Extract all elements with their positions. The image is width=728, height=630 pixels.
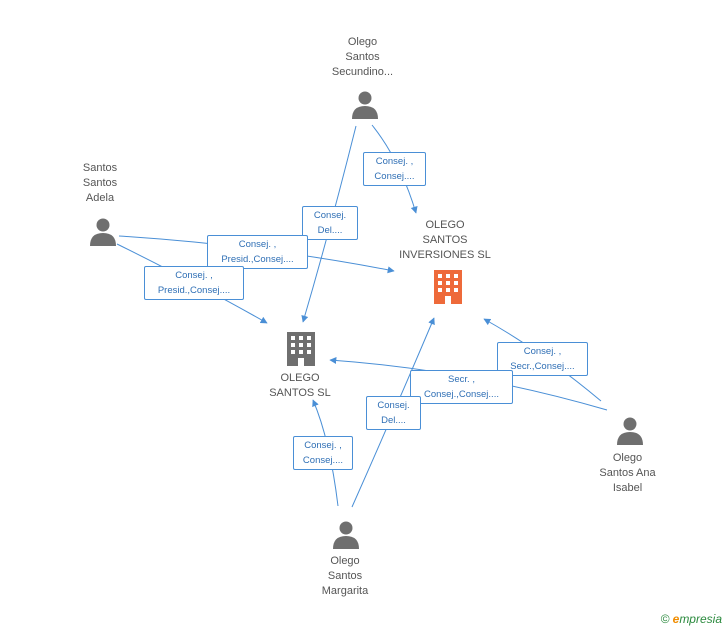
node-label-secundino[interactable]: Olego Santos Secundino...	[331, 36, 394, 78]
edge-label-adela-olego-sl[interactable]: Consej. , Presid.,Consej....	[144, 266, 244, 300]
node-label-ana-isabel[interactable]: Olego Santos Ana Isabel	[599, 452, 656, 494]
node-label-olego-sl[interactable]: OLEGO SANTOS SL	[269, 372, 331, 399]
person-icon[interactable]	[90, 218, 116, 247]
edge-label-secundino-inversiones[interactable]: Consej. , Consej....	[363, 152, 426, 186]
edge-label-margarita-inversiones[interactable]: Consej. Del....	[366, 396, 421, 430]
brand-name: mpresia	[679, 612, 722, 626]
node-label-margarita[interactable]: Olego Santos Margarita	[321, 555, 369, 597]
building-icon[interactable]	[434, 270, 462, 304]
person-icon[interactable]	[352, 91, 378, 120]
copyright-icon: ©	[660, 612, 670, 626]
brand-logo[interactable]: ©empresia	[661, 612, 722, 626]
edge-label-margarita-olego-sl[interactable]: Consej. , Consej....	[293, 436, 353, 470]
brand-initial: e	[672, 612, 680, 626]
edge-label-adela-inversiones[interactable]: Consej. , Presid.,Consej....	[207, 235, 308, 269]
node-label-adela[interactable]: Santos Santos Adela	[82, 162, 118, 204]
edge-label-ana-olego-sl[interactable]: Secr. , Consej.,Consej....	[410, 370, 513, 404]
person-icon[interactable]	[333, 521, 359, 550]
node-label-inversiones[interactable]: OLEGO SANTOS INVERSIONES SL	[399, 219, 491, 261]
building-icon[interactable]	[287, 332, 315, 366]
person-icon[interactable]	[617, 417, 643, 446]
edge-label-secundino-olego-sl[interactable]: Consej. Del....	[302, 206, 358, 240]
